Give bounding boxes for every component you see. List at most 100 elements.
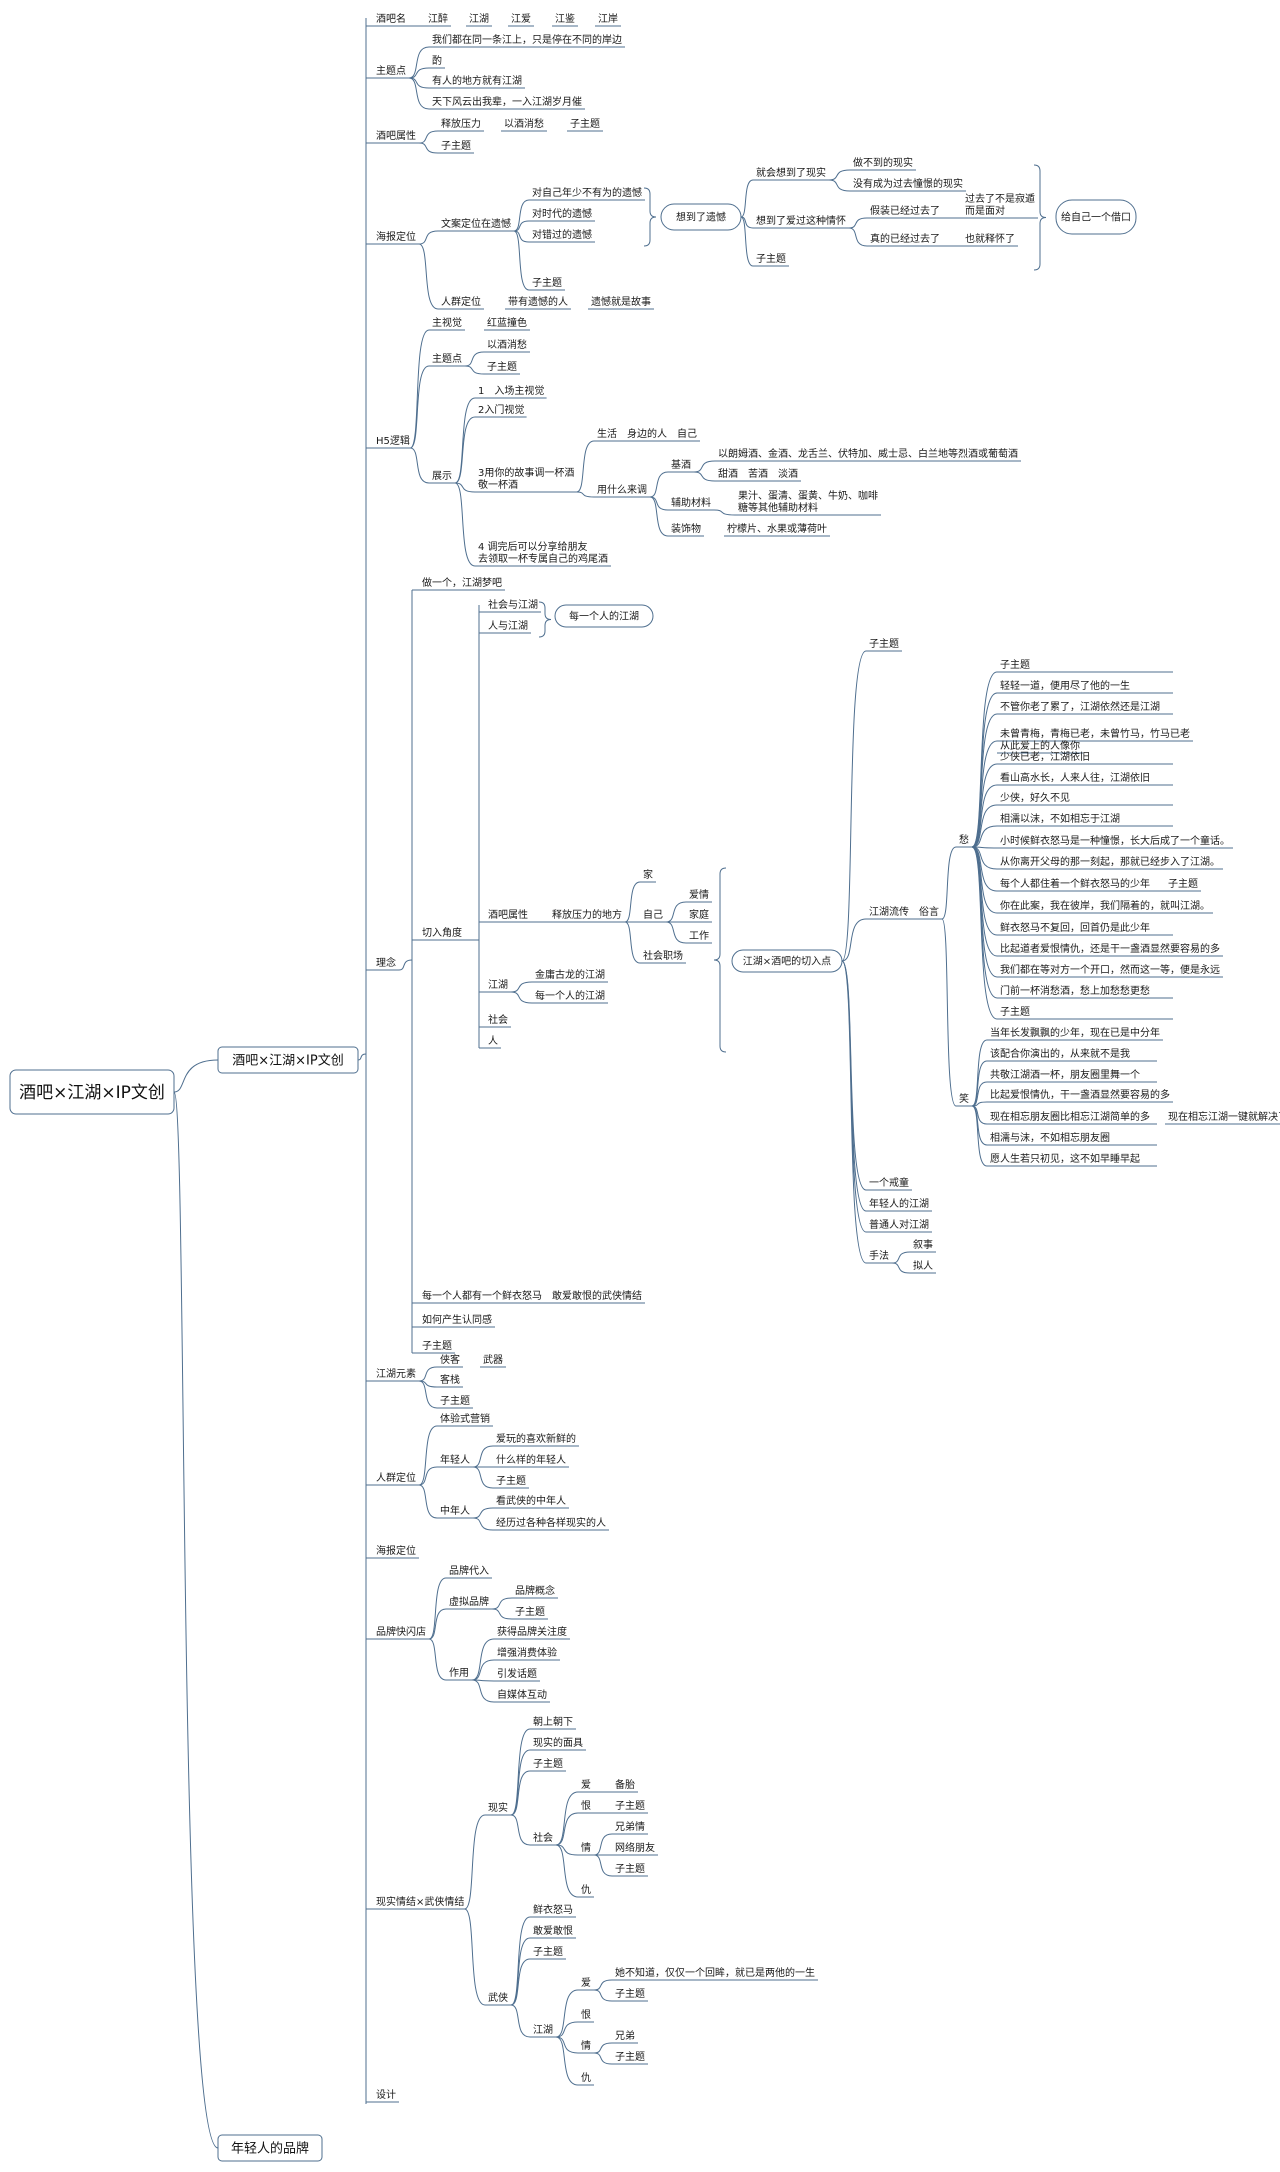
- node-装饰物[interactable]: 装饰物: [668, 522, 704, 537]
- node-子主题[interactable]: 子主题: [612, 1988, 648, 2002]
- node-从此爱上的人像你[interactable]: 从此爱上的人像你: [997, 739, 1083, 754]
- node-比起爱恨情仇-干一盏酒显然要容易的多[interactable]: 比起爱恨情仇，干一盏酒显然要容易的多: [987, 1088, 1173, 1103]
- node-自媒体互动[interactable]: 自媒体互动: [494, 1688, 550, 1703]
- node-江湖[interactable]: 江湖: [530, 2024, 556, 2038]
- node-爱玩的喜欢新鲜的[interactable]: 爱玩的喜欢新鲜的: [493, 1432, 579, 1447]
- node-海报定位[interactable]: 海报定位: [373, 230, 419, 245]
- node-朝上朝下[interactable]: 朝上朝下: [530, 1716, 576, 1730]
- node-家[interactable]: 家: [640, 868, 656, 883]
- node-她不知道-仅仅一个回眸-就已是两他的一生[interactable]: 她不知道，仅仅一个回眸，就已是两他的一生: [612, 1966, 818, 1981]
- node-一个戒童[interactable]: 一个戒童: [866, 1176, 912, 1191]
- node-江爱[interactable]: 江爱: [508, 12, 534, 27]
- node-看山高水长-人来人往-江湖依旧[interactable]: 看山高水长，人来人往，江湖依旧: [997, 771, 1173, 786]
- node-江湖元素[interactable]: 江湖元素: [373, 1367, 419, 1382]
- node-江湖[interactable]: 江湖: [485, 979, 511, 993]
- node-金庸古龙的江湖[interactable]: 金庸古龙的江湖: [532, 968, 608, 983]
- node-H5逻辑[interactable]: H5逻辑: [373, 434, 411, 449]
- node-什么样的年轻人[interactable]: 什么样的年轻人: [493, 1453, 569, 1468]
- node-不管你老了累了-江湖依然还是江湖[interactable]: 不管你老了累了，江湖依然还是江湖: [997, 700, 1173, 715]
- node-年轻人[interactable]: 年轻人: [437, 1453, 473, 1468]
- node-理念[interactable]: 理念: [373, 956, 399, 971]
- node-辅助材料[interactable]: 辅助材料: [668, 496, 714, 511]
- node-子主题[interactable]: 子主题: [530, 1758, 566, 1772]
- node-现实[interactable]: 现实: [485, 1801, 511, 1816]
- node-酒吧名[interactable]: 酒吧名: [373, 12, 409, 27]
- node-子主题[interactable]: 子主题: [997, 1006, 1173, 1020]
- node-兄弟情[interactable]: 兄弟情: [612, 1820, 648, 1835]
- node-天下风云出我辈-一入江湖岁月催[interactable]: 天下风云出我辈，一入江湖岁月催: [429, 95, 585, 110]
- node-从你离开父母的那一刻起-那就已经步入了江湖-[interactable]: 从你离开父母的那一刻起，那就已经步入了江湖。: [997, 855, 1223, 870]
- node-相濡以沫-不如相忘于江湖[interactable]: 相濡以沫，不如相忘于江湖: [997, 812, 1173, 827]
- node-展示[interactable]: 展示: [429, 470, 455, 484]
- node-子主题[interactable]: 子主题: [493, 1475, 529, 1489]
- node-以酒消愁[interactable]: 以酒消愁: [501, 117, 547, 132]
- node-带有遗憾的人[interactable]: 带有遗憾的人: [505, 295, 571, 310]
- node-比起道者爱恨情仇-还是干一盏酒显然要容易的多[interactable]: 比起道者爱恨情仇，还是干一盏酒显然要容易的多: [997, 942, 1223, 957]
- node-有人的地方就有江湖[interactable]: 有人的地方就有江湖: [429, 74, 525, 89]
- node-每个人都住着一个鲜衣怒马的少年[interactable]: 每个人都住着一个鲜衣怒马的少年: [997, 877, 1173, 892]
- node-江岸[interactable]: 江岸: [595, 13, 621, 27]
- node-子主题[interactable]: 子主题: [419, 1340, 455, 1354]
- node-人与江湖[interactable]: 人与江湖: [485, 620, 531, 634]
- node-子主题[interactable]: 子主题: [567, 118, 603, 132]
- node-每一个人的江湖[interactable]: 每一个人的江湖: [554, 604, 654, 628]
- node-江湖流传-俗言[interactable]: 江湖流传 俗言: [866, 905, 942, 920]
- node-鲜衣怒马不复回-回首仍是此少年[interactable]: 鲜衣怒马不复回，回首仍是此少年: [997, 921, 1173, 936]
- node-社会与江湖[interactable]: 社会与江湖: [485, 598, 541, 613]
- node-子主题[interactable]: 子主题: [438, 140, 474, 154]
- node-酒吧-江湖-IP文创[interactable]: 酒吧×江湖×IP文创: [9, 1069, 175, 1115]
- node-我们都在同一条江上-只是停在不同的岸边[interactable]: 我们都在同一条江上，只是停在不同的岸边: [429, 33, 625, 48]
- node-现在相忘江湖一键就解决了[interactable]: 现在相忘江湖一键就解决了: [1165, 1110, 1280, 1125]
- node-你在此案-我在彼岸-我们隔着的-就叫江湖-[interactable]: 你在此案，我在彼岸，我们隔着的，就叫江湖。: [997, 899, 1213, 914]
- node-中年人[interactable]: 中年人: [437, 1504, 473, 1519]
- node-子主题[interactable]: 子主题: [437, 1395, 473, 1409]
- node-未曾青梅-青梅已老-未曾竹马-竹马已老[interactable]: 未曾青梅，青梅已老，未曾竹马，竹马已老: [997, 727, 1193, 742]
- node-我们都在等对方一个开口-然而这一等-便是永远[interactable]: 我们都在等对方一个开口，然而这一等，便是永远: [997, 963, 1223, 978]
- node-少侠-好久不见[interactable]: 少侠，好久不见: [997, 791, 1173, 806]
- node-子主题[interactable]: 子主题: [1165, 878, 1201, 892]
- node-兄弟[interactable]: 兄弟: [612, 2030, 638, 2044]
- node-子主题[interactable]: 子主题: [612, 2051, 648, 2065]
- node-子主题[interactable]: 子主题: [512, 1606, 548, 1620]
- node-愁[interactable]: 愁: [956, 833, 972, 848]
- node-每一个人都有一个鲜衣怒马-敢爱敢恨的武侠情结[interactable]: 每一个人都有一个鲜衣怒马 敢爱敢恨的武侠情结: [419, 1289, 645, 1304]
- node-爱[interactable]: 爱: [578, 1778, 594, 1793]
- node-子主题[interactable]: 子主题: [866, 638, 902, 652]
- node-做不到的现实[interactable]: 做不到的现实: [850, 156, 916, 171]
- node-作用[interactable]: 作用: [446, 1667, 472, 1681]
- node-文案定位在遗憾[interactable]: 文案定位在遗憾: [438, 217, 514, 232]
- node-家庭[interactable]: 家庭: [686, 908, 712, 923]
- node-年轻人的品牌[interactable]: 年轻人的品牌: [217, 2134, 323, 2162]
- node-当年长发飘飘的少年-现在已是中分年[interactable]: 当年长发飘飘的少年，现在已是中分年: [987, 1026, 1163, 1041]
- node-武侠[interactable]: 武侠: [485, 1991, 511, 2006]
- node-看武侠的中年人[interactable]: 看武侠的中年人: [493, 1494, 569, 1509]
- node-子主题[interactable]: 子主题: [529, 277, 565, 291]
- node-恨[interactable]: 恨: [578, 2008, 594, 2023]
- node-小时候鲜衣怒马是一种憧憬-长大后成了一个童话-[interactable]: 小时候鲜衣怒马是一种憧憬，长大后成了一个童话。: [997, 834, 1233, 849]
- node-遗憾就是故事[interactable]: 遗憾就是故事: [588, 295, 654, 310]
- node-社会职场[interactable]: 社会职场: [640, 949, 686, 964]
- node-想到了爱过这种情怀[interactable]: 想到了爱过这种情怀: [753, 214, 849, 229]
- node-就会想到了现实[interactable]: 就会想到了现实: [753, 166, 829, 181]
- node-情[interactable]: 情: [578, 1841, 594, 1856]
- node-品牌代入[interactable]: 品牌代入: [446, 1564, 492, 1579]
- node-武器[interactable]: 武器: [480, 1353, 506, 1368]
- node-2入门视觉[interactable]: 2入门视觉: [475, 403, 527, 418]
- node-品牌概念[interactable]: 品牌概念: [512, 1584, 558, 1599]
- node-恨[interactable]: 恨: [578, 1799, 594, 1814]
- node-子主题[interactable]: 子主题: [997, 659, 1173, 673]
- node-人群定位[interactable]: 人群定位: [373, 1471, 419, 1486]
- node-爱[interactable]: 爱: [578, 1976, 594, 1991]
- node-门前一杯消愁酒-愁上加愁愁更愁[interactable]: 门前一杯消愁酒，愁上加愁愁更愁: [997, 984, 1173, 999]
- node-如何产生认同感[interactable]: 如何产生认同感: [419, 1313, 495, 1328]
- node-酒吧-江湖-IP文创[interactable]: 酒吧×江湖×IP文创: [217, 1046, 359, 1074]
- node-想到了遗憾[interactable]: 想到了遗憾: [660, 203, 742, 231]
- node-手法[interactable]: 手法: [866, 1249, 892, 1264]
- node-江湖-酒吧的切入点[interactable]: 江湖×酒吧的切入点: [731, 949, 843, 973]
- node-社会[interactable]: 社会: [530, 1831, 556, 1846]
- node-切入角度[interactable]: 切入角度: [419, 926, 465, 941]
- node-年轻人的江湖[interactable]: 年轻人的江湖: [866, 1197, 932, 1212]
- node-敢爱敢恨[interactable]: 敢爱敢恨: [530, 1924, 576, 1939]
